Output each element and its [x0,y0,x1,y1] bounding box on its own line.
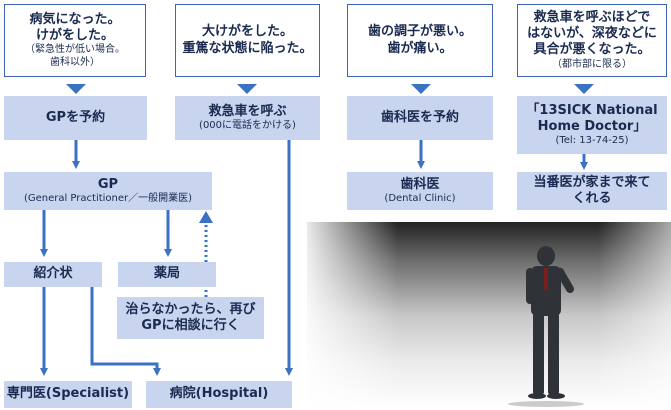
gp-subtitle: (General Practitioner／一般開業医) [23,192,193,204]
doctor-visits-line2: くれる [572,191,612,206]
referral-box: 紹介状 [4,262,102,287]
pharmacy-label: 薬局 [153,266,180,282]
call-ambulance-label: 救急車を呼ぶ [208,103,287,119]
serious-injury-line: 大けがをした。 [201,24,293,40]
after-hours-box: 救急車を呼ぶほどで はないが、深夜などに 具合が悪くなった。 （都市部に限る） [517,4,667,77]
serious-injury-box: 大けがをした。 重篤な状態に陥った。 [175,4,320,77]
doctor-visits-home-box: 当番医が家まで来て くれる [517,172,667,210]
sick-or-injured-box: 病気になった。 けがをした。 （緊急性が低い場合。 歯科以外） [4,4,146,77]
after-hours-line2: はないが、深夜などに [527,26,657,42]
recheck-box: 治らなかったら、再び GPに相談に行く [117,297,264,339]
hospital-label: 病院(Hospital) [169,386,269,402]
after-hours-line1: 救急車を呼ぶほどで [533,9,651,25]
gp-box: GP (General Practitioner／一般開業医) [4,172,212,210]
doctor-visits-line1: 当番医が家まで来て [533,174,651,190]
dental-problem-line: 歯の調子が悪い。 [367,24,472,40]
book-dentist-box: 歯科医を予約 [347,96,493,140]
call-ambulance-box: 救急車を呼ぶ (000に電話をかける) [175,96,320,140]
low-urgency-note: （緊急性が低い場合。 [25,44,125,56]
home-doctor-phone: (Tel: 13-74-25) [555,135,629,146]
dentist-subtitle: (Dental Clinic) [384,192,456,204]
book-dentist-label: 歯科医を予約 [380,109,459,125]
referral-label: 紹介状 [33,266,73,282]
critical-condition-line: 重篤な状態に陥った。 [182,40,313,56]
pharmacy-box: 薬局 [118,262,216,287]
home-doctor-line1: 「13SICK National [526,102,658,118]
non-dental-note: 歯科以外） [50,56,100,68]
home-doctor-service-box: 「13SICK National Home Doctor」 (Tel: 13-7… [517,96,667,154]
recheck-line2: GPに相談に行く [141,318,240,333]
specialist-box: 専門医(Specialist) [4,381,132,408]
after-hours-line3: 具合が悪くなった。 [533,42,651,58]
book-gp-label: GPを予約 [45,109,106,125]
home-doctor-line2: Home Doctor」 [537,118,647,134]
gp-title: GP [97,176,119,192]
dentist-box: 歯科医 (Dental Clinic) [347,172,493,210]
injured-line: けがをした。 [35,28,114,43]
sick-line: 病気になった。 [29,11,121,27]
call-000-note: (000に電話をかける) [199,119,296,131]
dentist-title: 歯科医 [400,176,440,192]
hospital-box: 病院(Hospital) [146,381,292,408]
photo-fade-overlay [307,222,671,410]
recheck-line1: 治らなかったら、再び [125,301,256,317]
specialist-label: 専門医(Specialist) [6,386,130,402]
down-triangles [66,84,594,94]
book-gp-box: GPを予約 [4,96,147,140]
toothache-line: 歯が痛い。 [387,40,453,56]
dental-problem-box: 歯の調子が悪い。 歯が痛い。 [347,4,493,77]
urban-only-note: （都市部に限る） [552,58,632,70]
